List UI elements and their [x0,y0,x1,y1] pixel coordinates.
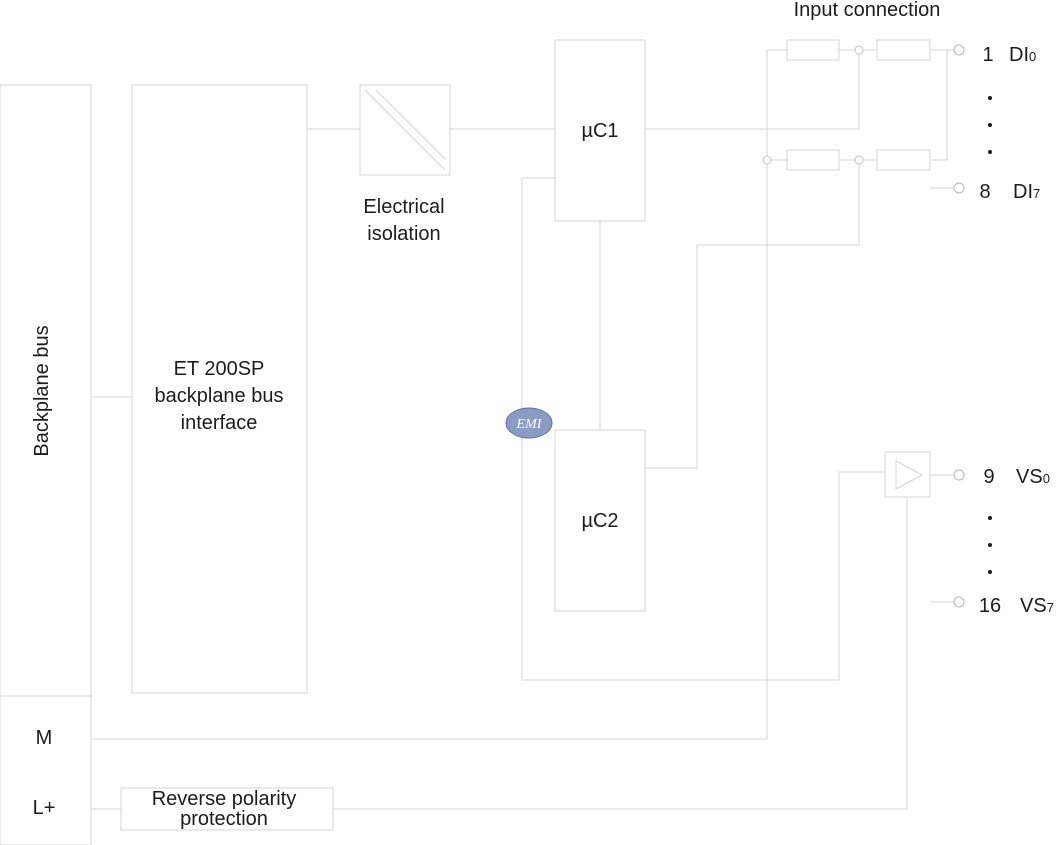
ellipsis-dot-di-3 [988,150,992,154]
reverse-polarity-label-line1: Reverse polarity [152,788,297,810]
junction-row1 [854,45,864,55]
ellipsis-dot-vs-3 [988,570,992,574]
uc1-label: µC1 [581,120,618,142]
junction-row8-left [762,155,772,165]
ellipsis-dot-vs-2 [988,543,992,547]
terminal-16-number: 16 [979,595,1001,617]
terminal-8-name-main: DI [1013,181,1033,203]
isolation-diagonal-a [364,89,446,171]
et200sp-label-line3: interface [181,412,258,434]
terminal-16-name-sub: 7 [1047,600,1054,615]
terminal-1-number: 1 [982,44,993,66]
isolation-label-line1: Electrical [363,196,444,218]
wire-m-rail [91,50,768,740]
wire-uc1-input1 [645,50,860,130]
terminal-1-name: DI0 [1009,44,1036,66]
backplane-bus-block [0,84,92,845]
m-label: M [36,727,53,749]
et200sp-label-line2: backplane bus [155,385,284,407]
resistor-row8-left [786,149,840,171]
amplifier-triangle-icon [895,460,924,490]
terminal-9-name-sub: 0 [1043,471,1050,486]
terminal-vs0 [953,469,965,481]
amplifier-block [884,451,931,498]
wire-uc2-input8 [645,160,860,469]
emi-watermark: EMI [505,407,553,439]
emi-badge-icon [505,407,553,439]
ellipsis-dot-di-2 [988,123,992,127]
terminal-9-number: 9 [983,466,994,488]
backplane-bus-label: Backplane bus [31,325,53,456]
terminal-9-name: VS0 [1016,466,1050,488]
reverse-polarity-label-line2: protection [180,808,268,830]
resistor-row1-right [876,39,931,61]
resistor-row8-right [876,149,931,171]
terminal-di7 [953,182,965,194]
uc2-block [554,429,646,612]
terminal-1-name-sub: 0 [1029,49,1036,64]
terminal-8-name: DI7 [1013,181,1040,203]
terminal-16-name-main: VS [1020,595,1047,617]
isolation-label-line2: isolation [367,223,440,245]
wires [91,49,954,810]
junction-row8 [854,155,864,165]
terminal-8-number: 8 [979,181,990,203]
terminal-16-name: VS7 [1020,595,1054,617]
terminal-1-name-main: DI [1009,44,1029,66]
resistor-row1-left [786,39,840,61]
wire-row8-right [930,50,948,161]
ellipsis-dot-di-1 [988,96,992,100]
terminal-9-name-main: VS [1016,466,1043,488]
input-connection-label: Input connection [794,0,941,21]
uc2-label: µC2 [581,510,618,532]
isolation-diagonal-b [375,89,446,160]
wire-uc1-loop-vs [521,177,885,681]
wire-rpp-amp [333,497,908,810]
et200sp-interface-block [131,84,308,694]
terminal-8-name-sub: 7 [1033,186,1040,201]
ellipsis-dot-vs-1 [988,516,992,520]
terminal-di0 [953,44,965,56]
terminal-vs7 [953,596,965,608]
emi-badge-text: EMI [516,417,543,432]
et200sp-label-line1: ET 200SP [174,358,265,380]
reverse-polarity-block [120,787,334,831]
lplus-label: L+ [33,797,56,819]
uc1-block [554,39,646,222]
